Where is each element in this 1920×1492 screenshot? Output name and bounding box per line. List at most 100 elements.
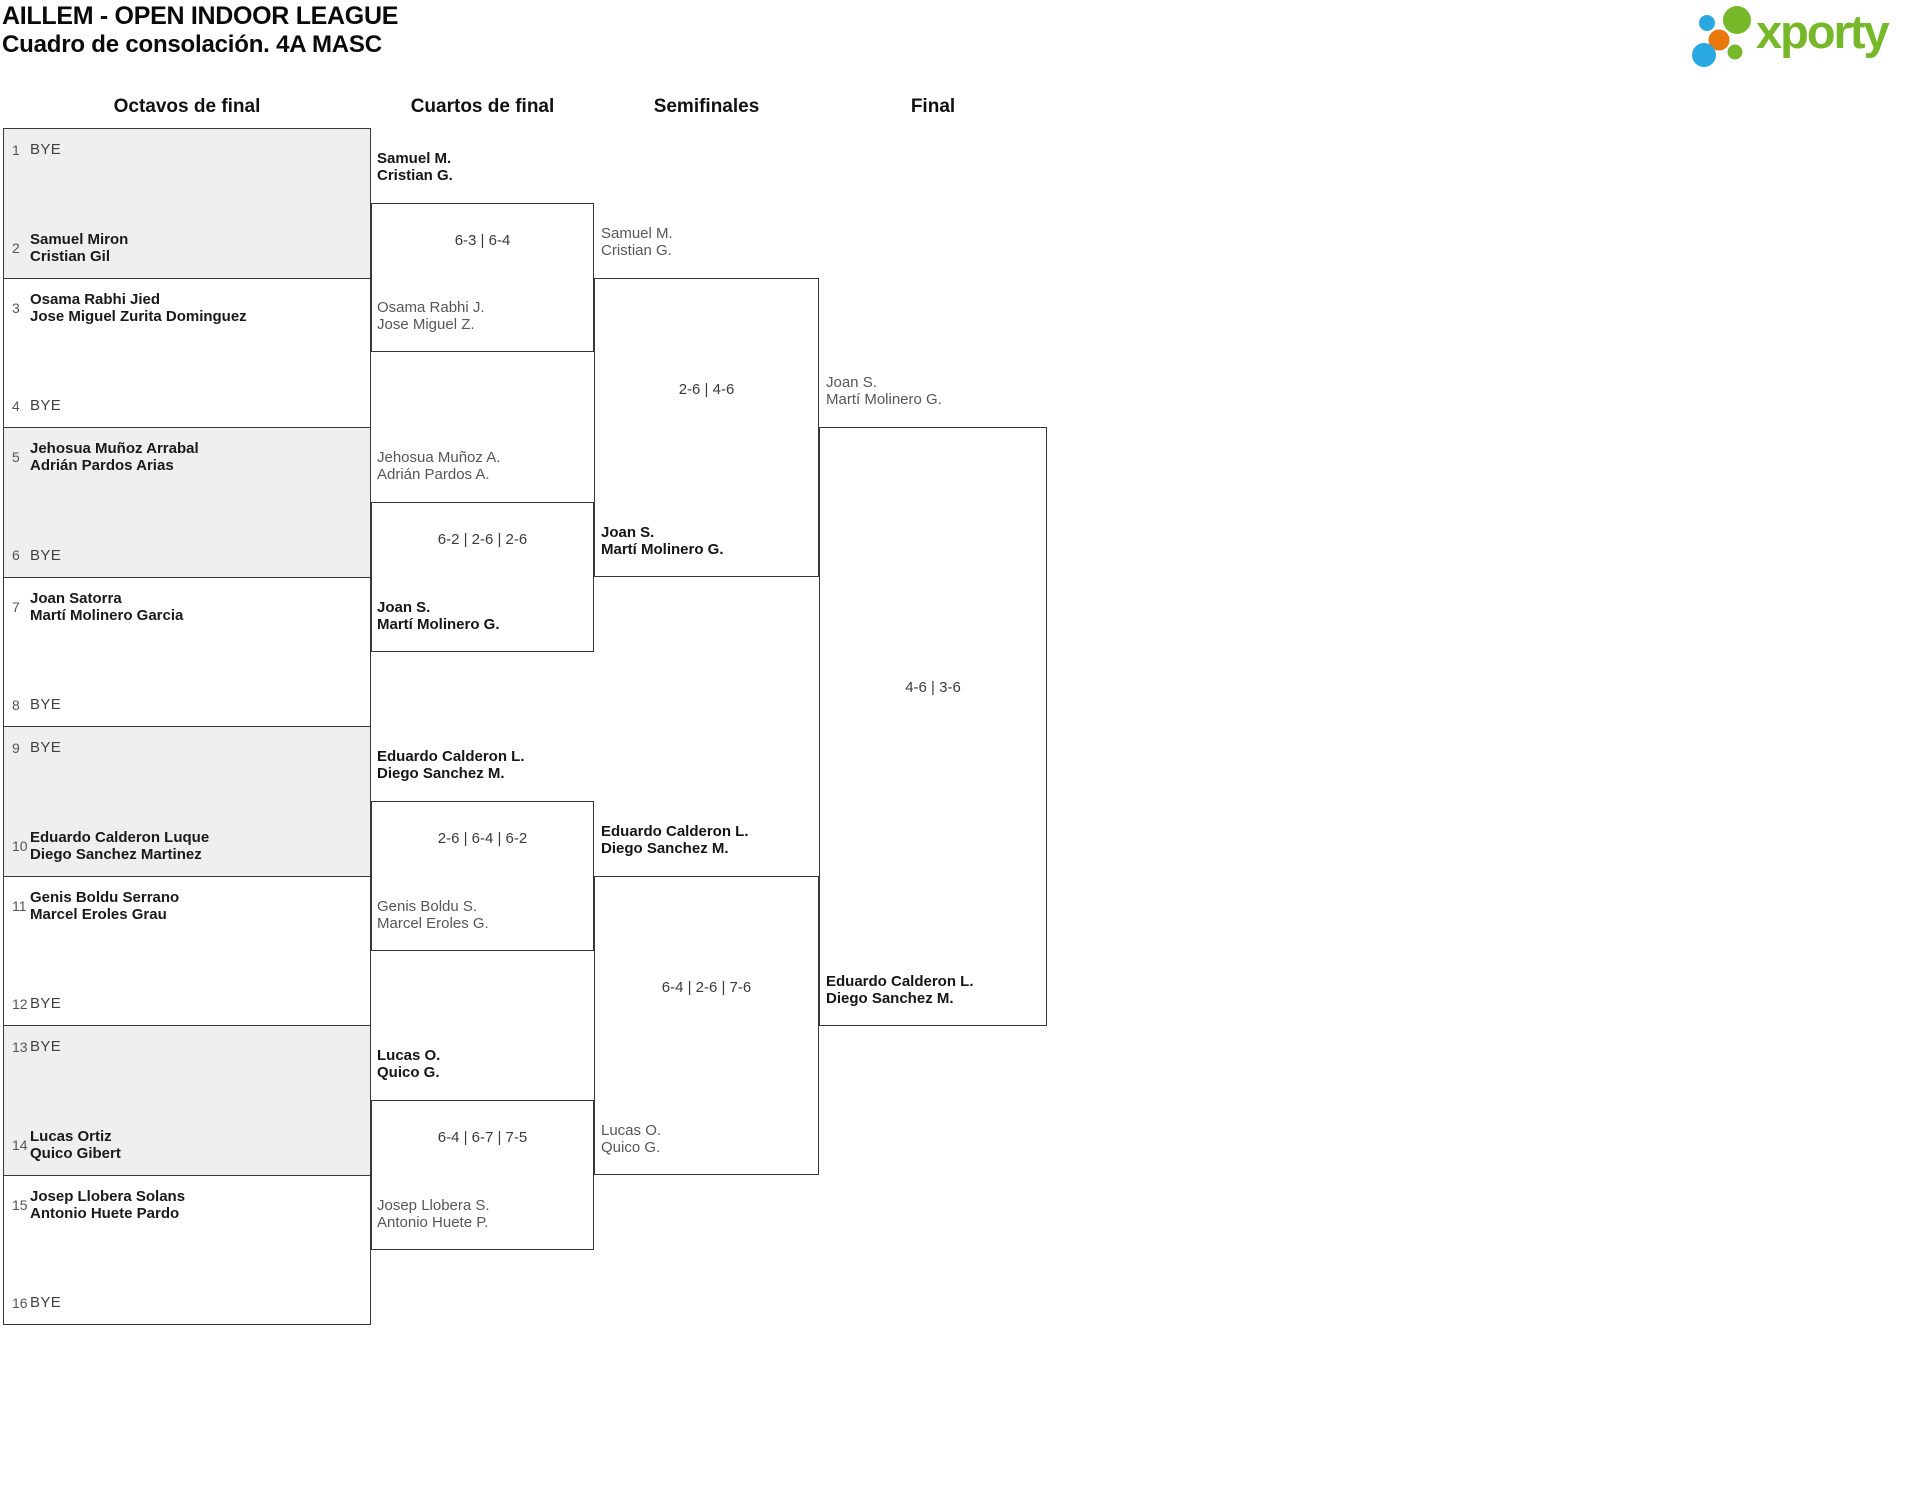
seed-number: 15 xyxy=(12,1196,28,1213)
player-name: Joan Satorra xyxy=(30,589,122,607)
bye-label: BYE xyxy=(30,1294,62,1311)
seed-number: 9 xyxy=(12,739,20,756)
player-name: Genis Boldu S. xyxy=(377,898,478,915)
round-header-cuartos: Cuartos de final xyxy=(410,96,555,117)
team-label: Eduardo Calderon L. Diego Sanchez M. xyxy=(377,748,525,782)
team-label: Eduardo Calderon L. Diego Sanchez M. xyxy=(826,973,974,1007)
round-header-octavos: Octavos de final xyxy=(113,96,261,117)
team-names: Osama Rabhi Jied Jose Miguel Zurita Domi… xyxy=(30,291,247,325)
player-name: Joan S. xyxy=(601,524,655,541)
bracket-slot-4: 4 BYE xyxy=(4,397,370,414)
player-name: Antonio Huete Pardo xyxy=(30,1204,180,1222)
final-box xyxy=(819,427,1047,1026)
xporty-logo-dots-icon xyxy=(1692,6,1751,67)
seed-number: 10 xyxy=(12,837,28,854)
player-name: Joan S. xyxy=(377,599,431,616)
player-name: Eduardo Calderon L. xyxy=(601,823,749,840)
player-name: Eduardo Calderon L. xyxy=(377,748,525,765)
player-name: Josep Llobera Solans xyxy=(30,1187,186,1205)
match-score: 4-6 | 3-6 xyxy=(905,679,961,696)
team-names: Josep Llobera Solans Antonio Huete Pardo xyxy=(30,1188,185,1222)
bracket-slot-16: 16 BYE xyxy=(4,1294,370,1311)
seed-number: 7 xyxy=(12,598,20,615)
r16-match-2: 3 Osama Rabhi Jied Jose Miguel Zurita Do… xyxy=(4,277,370,428)
player-name: Diego Sanchez M. xyxy=(601,839,729,857)
team-label: Samuel M. Cristian G. xyxy=(601,225,673,259)
seed-number: 12 xyxy=(12,995,28,1012)
player-name: Adrián Pardos A. xyxy=(377,465,490,483)
seed-number: 14 xyxy=(12,1136,28,1153)
player-name: Eduardo Calderon L. xyxy=(826,973,974,990)
team-names: Samuel Miron Cristian Gil xyxy=(30,231,128,265)
bracket-slot-7: 7 Joan Satorra Martí Molinero Garcia xyxy=(4,590,370,624)
bye-label: BYE xyxy=(30,397,62,414)
team-label: Eduardo Calderon L. Diego Sanchez M. xyxy=(601,823,749,857)
team-names: Genis Boldu Serrano Marcel Eroles Grau xyxy=(30,889,179,923)
match-score: 6-2 | 2-6 | 2-6 xyxy=(437,531,528,548)
player-name: Quico G. xyxy=(377,1063,440,1081)
player-name: Jose Miguel Z. xyxy=(377,315,475,333)
bracket-slot-2: 2 Samuel Miron Cristian Gil xyxy=(4,231,370,265)
bracket-slot-10: 10 Eduardo Calderon Luque Diego Sanchez … xyxy=(4,829,370,863)
seed-number: 11 xyxy=(12,897,27,914)
seed-number: 1 xyxy=(12,141,20,158)
seed-number: 3 xyxy=(12,299,20,316)
seed-number: 5 xyxy=(12,449,20,465)
round-header-semifinales: Semifinales xyxy=(653,96,760,117)
page-subtitle: Cuadro de consolación. 4A MASC xyxy=(2,31,382,58)
semifinal-2-box xyxy=(594,876,819,1175)
match-score: 6-4 | 6-7 | 7-5 xyxy=(437,1129,528,1146)
team-label: Joan S. Martí Molinero G. xyxy=(826,374,942,408)
player-name: Antonio Huete P. xyxy=(377,1213,489,1231)
bracket-slot-6: 6 BYE xyxy=(4,547,370,564)
player-name: Joan S. xyxy=(826,374,877,391)
bracket-slot-15: 15 Josep Llobera Solans Antonio Huete Pa… xyxy=(4,1188,370,1222)
player-name: Diego Sanchez Martinez xyxy=(30,845,202,863)
player-name: Lucas O. xyxy=(601,1122,662,1139)
quarterfinal-1-box xyxy=(371,203,594,352)
bracket-slot-3: 3 Osama Rabhi Jied Jose Miguel Zurita Do… xyxy=(4,291,370,325)
bracket-slot-5: 5 Jehosua Muñoz Arrabal Adrián Pardos Ar… xyxy=(4,440,370,474)
seed-number: 8 xyxy=(12,696,20,713)
player-name: Eduardo Calderon Luque xyxy=(30,828,210,846)
match-score: 6-3 | 6-4 xyxy=(454,232,511,249)
r16-match-6: 11 Genis Boldu Serrano Marcel Eroles Gra… xyxy=(4,875,370,1026)
bracket-slot-8: 8 BYE xyxy=(4,696,370,713)
match-score: 2-6 | 6-4 | 6-2 xyxy=(437,830,528,847)
bracket-slot-9: 9 BYE xyxy=(4,739,370,756)
player-name: Osama Rabhi J. xyxy=(377,299,485,316)
player-name: Josep Llobera S. xyxy=(377,1197,490,1214)
player-name: Martí Molinero Garcia xyxy=(30,606,184,624)
team-label: Osama Rabhi J. Jose Miguel Z. xyxy=(377,299,485,333)
team-label: Josep Llobera S. Antonio Huete P. xyxy=(377,1197,490,1231)
r16-match-5: 9 BYE 10 Eduardo Calderon Luque Diego Sa… xyxy=(4,726,370,876)
player-name: Cristian Gil xyxy=(30,247,111,265)
player-name: Samuel Miron xyxy=(30,230,129,248)
quarterfinal-3-box xyxy=(371,801,594,951)
player-name: Martí Molinero G. xyxy=(601,540,724,558)
xporty-logo[interactable]: xporty xyxy=(1686,2,1918,70)
player-name: Lucas Ortiz xyxy=(30,1127,112,1145)
player-name: Diego Sanchez M. xyxy=(826,989,954,1007)
team-names: Jehosua Muñoz Arrabal Adrián Pardos Aria… xyxy=(30,440,199,474)
r16-match-3: 5 Jehosua Muñoz Arrabal Adrián Pardos Ar… xyxy=(4,427,370,577)
player-name: Cristian G. xyxy=(601,241,672,259)
player-name: Quico Gibert xyxy=(30,1144,121,1162)
bye-label: BYE xyxy=(30,1038,62,1055)
team-label: Jehosua Muñoz A. Adrián Pardos A. xyxy=(377,449,500,483)
player-name: Diego Sanchez M. xyxy=(377,764,505,782)
team-label: Lucas O. Quico G. xyxy=(377,1047,440,1081)
player-name: Martí Molinero G. xyxy=(826,390,942,408)
bye-label: BYE xyxy=(30,141,62,158)
team-label: Lucas O. Quico G. xyxy=(601,1122,662,1156)
bye-label: BYE xyxy=(30,696,62,713)
bracket-slot-12: 12 BYE xyxy=(4,995,370,1012)
bracket-slot-11: 11 Genis Boldu Serrano Marcel Eroles Gra… xyxy=(4,889,370,923)
bracket-slot-13: 13 BYE xyxy=(4,1038,370,1055)
round-of-16-box: 1 BYE 2 Samuel Miron Cristian Gil 3 Osam… xyxy=(3,128,371,1325)
r16-match-4: 7 Joan Satorra Martí Molinero Garcia 8 B… xyxy=(4,576,370,727)
bracket-slot-14: 14 Lucas Ortiz Quico Gibert xyxy=(4,1128,370,1162)
quarterfinal-4-box xyxy=(371,1100,594,1250)
r16-match-8: 15 Josep Llobera Solans Antonio Huete Pa… xyxy=(4,1174,370,1325)
